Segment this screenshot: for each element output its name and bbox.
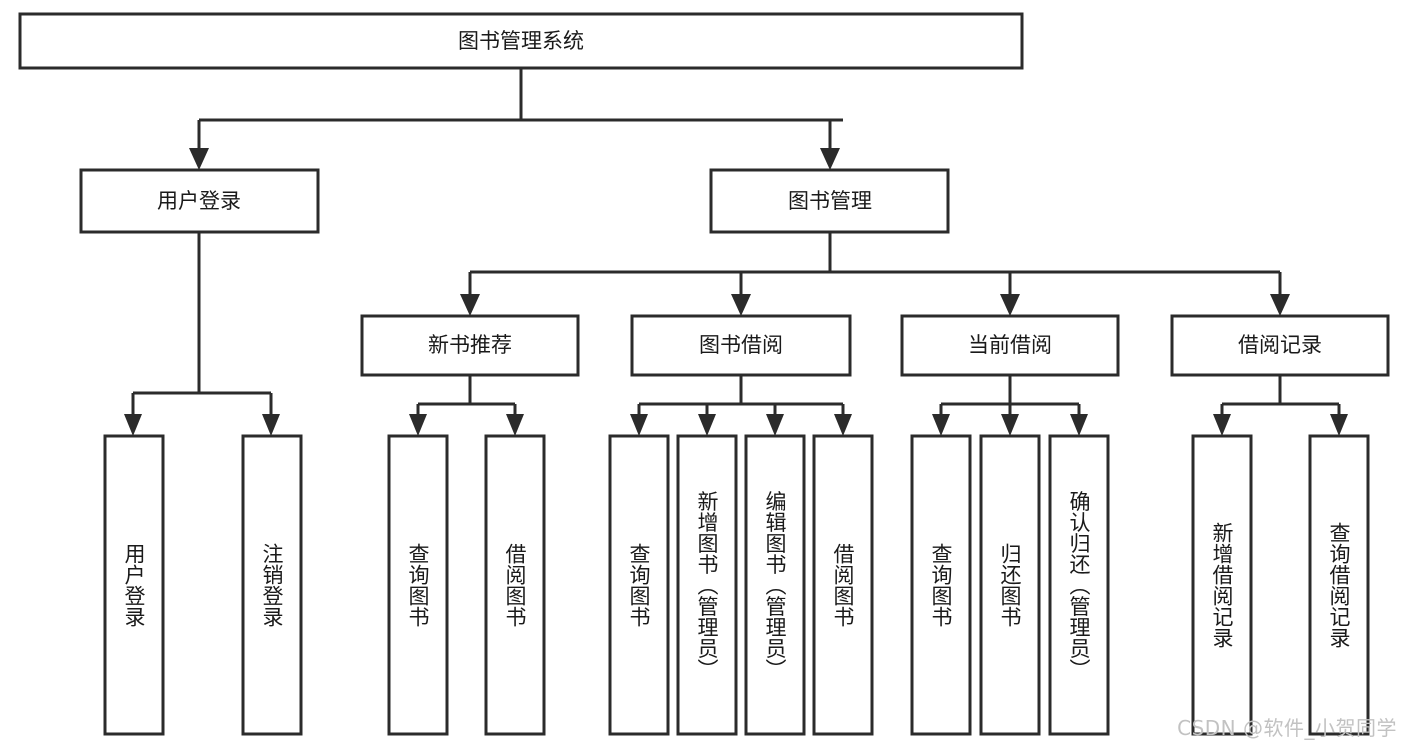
leaf-book-borrow-add[interactable]: 新增图书（管理员） — [676, 434, 738, 736]
arrow-book-mgmt — [820, 148, 840, 170]
edges-user-login-to-leaves — [124, 232, 280, 436]
arrow-br-leaf-2 — [1330, 414, 1348, 436]
leaf-current-borrow-confirm[interactable]: 确认归还（管理员） — [1048, 434, 1110, 736]
arrow-nb-leaf-1 — [409, 414, 427, 436]
borrow-record-label: 借阅记录 — [1238, 333, 1322, 357]
leaf-user-login-login[interactable]: 用户登录 — [103, 434, 165, 736]
arrow-ul-leaf-2 — [262, 414, 280, 436]
arrow-borrow-record — [1270, 294, 1290, 316]
leaf-label: 用户登录 — [122, 543, 146, 627]
node-current-borrow[interactable]: 当前借阅 — [900, 314, 1120, 377]
leaf-label: 确认归还（管理员） — [1067, 491, 1091, 680]
node-root[interactable]: 图书管理系统 — [18, 12, 1024, 70]
csdn-watermark: CSDN @软件_小贺同学 — [1177, 716, 1397, 740]
arrow-cb-leaf-1 — [932, 414, 950, 436]
leaf-box[interactable] — [484, 434, 546, 736]
arrow-user-login — [189, 148, 209, 170]
leaf-box[interactable] — [910, 434, 972, 736]
edges-root-to-level2 — [189, 68, 843, 170]
edges-new-book-to-leaves — [409, 375, 524, 436]
leaf-label: 新增图书（管理员） — [695, 491, 719, 680]
leaf-new-book-borrow[interactable]: 借阅图书 — [484, 434, 546, 736]
edges-book-mgmt-to-level3 — [460, 232, 1290, 316]
leaf-label: 借阅图书 — [831, 543, 855, 627]
leaf-label: 查询借阅记录 — [1327, 522, 1351, 648]
user-login-label: 用户登录 — [157, 189, 241, 213]
arrow-ul-leaf-1 — [124, 414, 142, 436]
book-management-label: 图书管理 — [788, 189, 872, 213]
new-book-recommend-label: 新书推荐 — [428, 333, 512, 357]
leaf-current-borrow-query[interactable]: 查询图书 — [910, 434, 972, 736]
leaf-box[interactable] — [812, 434, 874, 736]
leaf-book-borrow-borrow[interactable]: 借阅图书 — [812, 434, 874, 736]
leaf-label: 查询图书 — [406, 543, 430, 627]
leaf-box[interactable] — [1048, 434, 1110, 736]
leaf-box[interactable] — [744, 434, 806, 736]
arrow-current-borrow — [1000, 294, 1020, 316]
leaf-label: 新增借阅记录 — [1210, 522, 1234, 648]
node-book-borrow[interactable]: 图书借阅 — [630, 314, 852, 377]
book-borrow-box[interactable] — [630, 314, 852, 377]
leaf-box[interactable] — [103, 434, 165, 736]
arrow-br-leaf-1 — [1213, 414, 1231, 436]
node-user-login[interactable]: 用户登录 — [79, 168, 320, 234]
leaf-box[interactable] — [1191, 434, 1253, 736]
edges-borrow-record-to-leaves — [1213, 375, 1348, 436]
leaf-new-book-query[interactable]: 查询图书 — [387, 434, 449, 736]
edges-current-borrow-to-leaves — [932, 375, 1088, 436]
leaf-box[interactable] — [676, 434, 738, 736]
leaf-user-login-logout[interactable]: 注销登录 — [241, 434, 303, 736]
arrow-bb-leaf-2 — [698, 414, 716, 436]
current-borrow-label: 当前借阅 — [968, 333, 1052, 357]
arrow-nb-leaf-2 — [506, 414, 524, 436]
leaf-box[interactable] — [387, 434, 449, 736]
leaf-label: 编辑图书（管理员） — [763, 491, 787, 680]
leaf-box[interactable] — [608, 434, 670, 736]
leaf-label: 查询图书 — [929, 543, 953, 627]
book-management-box[interactable] — [709, 168, 950, 234]
book-borrow-label: 图书借阅 — [699, 333, 783, 357]
user-login-box[interactable] — [79, 168, 320, 234]
leaf-label: 借阅图书 — [503, 543, 527, 627]
edges-book-borrow-to-leaves — [630, 375, 852, 436]
arrow-book-borrow — [731, 294, 751, 316]
leaf-borrow-record-add[interactable]: 新增借阅记录 — [1191, 434, 1253, 736]
leaf-current-borrow-return[interactable]: 归还图书 — [979, 434, 1041, 736]
arrow-cb-leaf-3 — [1070, 414, 1088, 436]
arrow-bb-leaf-4 — [834, 414, 852, 436]
node-new-book-recommend[interactable]: 新书推荐 — [360, 314, 580, 377]
leaf-label: 查询图书 — [627, 543, 651, 627]
arrow-bb-leaf-1 — [630, 414, 648, 436]
arrow-bb-leaf-3 — [766, 414, 784, 436]
leaf-book-borrow-edit[interactable]: 编辑图书（管理员） — [744, 434, 806, 736]
node-book-management[interactable]: 图书管理 — [709, 168, 950, 234]
node-borrow-record[interactable]: 借阅记录 — [1170, 314, 1390, 377]
leaf-label: 归还图书 — [998, 543, 1022, 627]
root-label: 图书管理系统 — [458, 29, 584, 53]
arrow-cb-leaf-2 — [1001, 414, 1019, 436]
leaf-box[interactable] — [979, 434, 1041, 736]
arrow-new-book — [460, 294, 480, 316]
leaf-borrow-record-query[interactable]: 查询借阅记录 — [1308, 434, 1370, 736]
borrow-record-box[interactable] — [1170, 314, 1390, 377]
leaf-box[interactable] — [1308, 434, 1370, 736]
leaf-label: 注销登录 — [260, 543, 284, 627]
root-box[interactable] — [18, 12, 1024, 70]
leaf-book-borrow-query[interactable]: 查询图书 — [608, 434, 670, 736]
current-borrow-box[interactable] — [900, 314, 1120, 377]
new-book-recommend-box[interactable] — [360, 314, 580, 377]
leaf-box[interactable] — [241, 434, 303, 736]
